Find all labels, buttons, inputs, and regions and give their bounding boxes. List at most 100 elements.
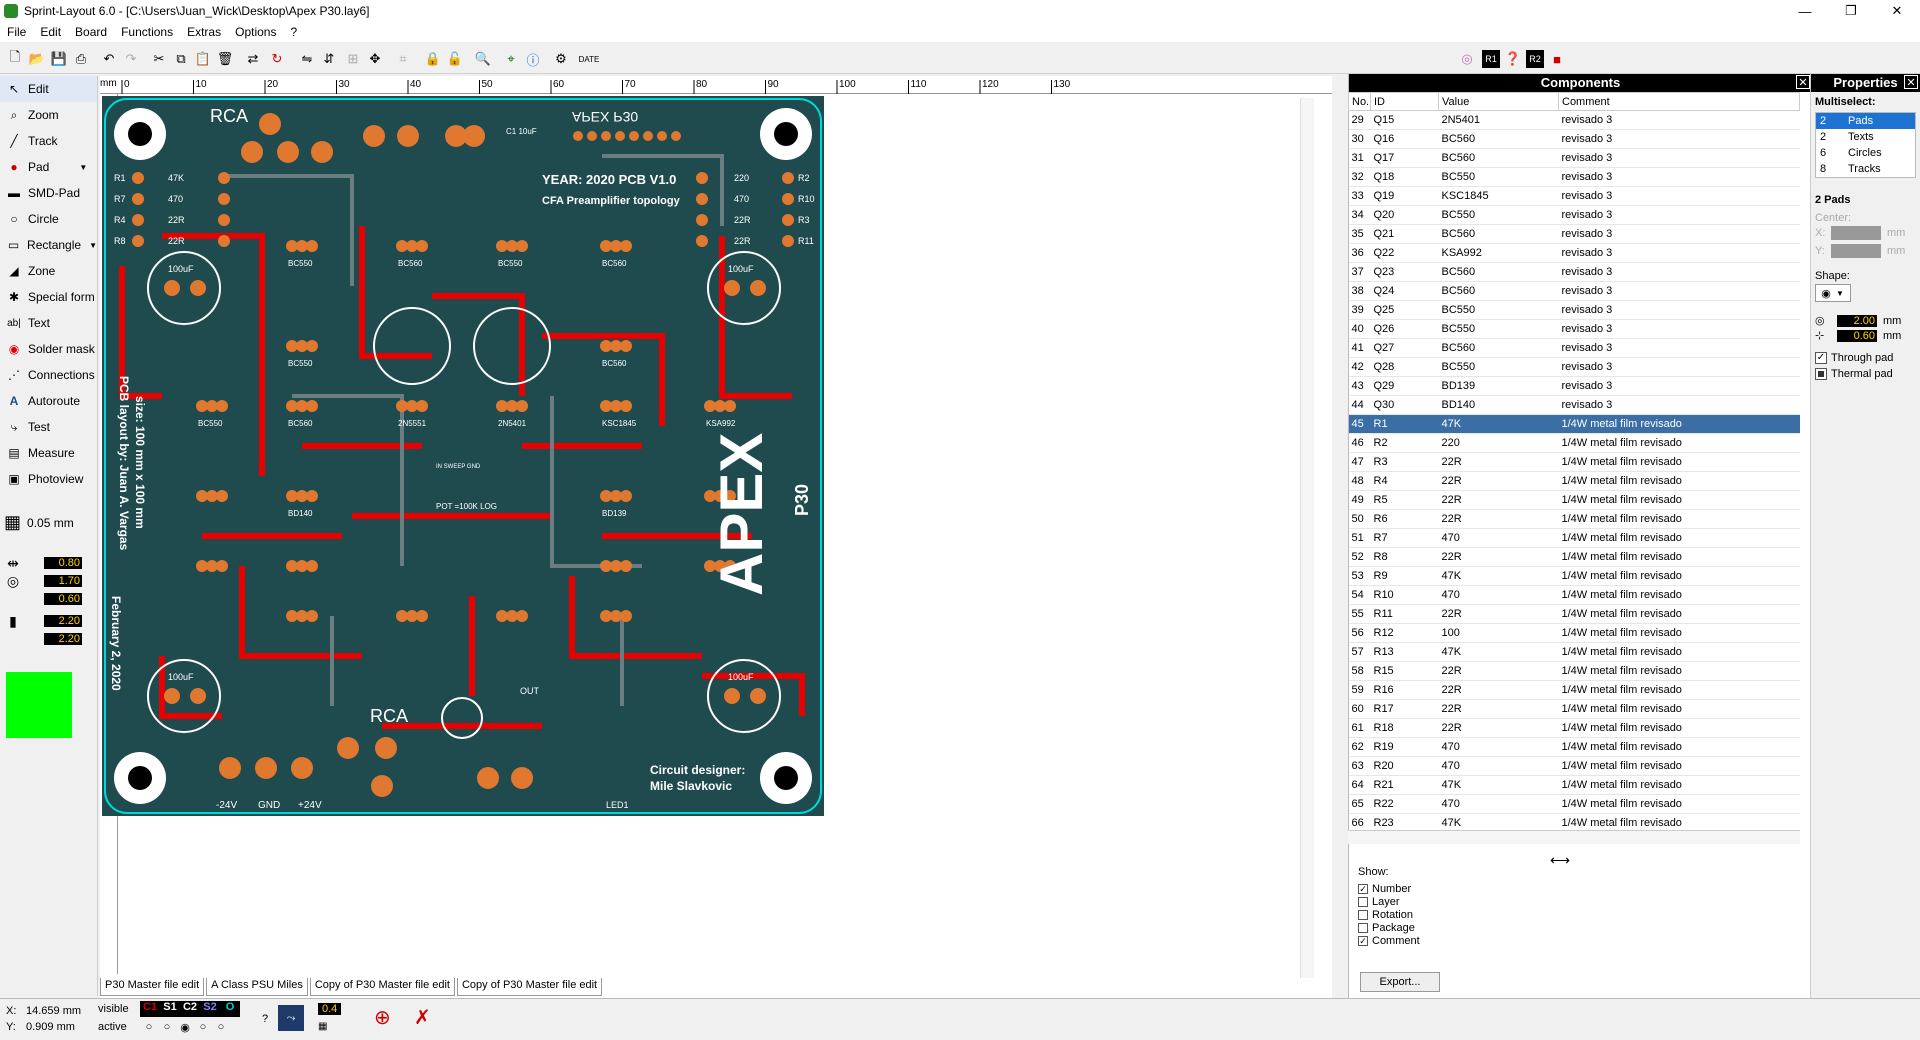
duplicate-icon[interactable]: ⇄ — [247, 51, 259, 66]
zoom-icon[interactable]: 🔍 — [474, 51, 492, 66]
settings-icon[interactable]: ⚙ — [555, 51, 567, 66]
pad[interactable] — [337, 737, 359, 759]
pad[interactable] — [132, 193, 144, 205]
checkbox[interactable] — [1358, 922, 1368, 933]
layer-radio[interactable]: ○ — [145, 1021, 153, 1033]
pad[interactable] — [164, 280, 180, 296]
checkbox[interactable]: ✓ — [1358, 883, 1368, 894]
pad[interactable] — [629, 131, 639, 141]
pad[interactable] — [496, 400, 508, 412]
pad[interactable] — [190, 688, 206, 704]
menu-edit[interactable]: Edit — [40, 25, 62, 39]
through-pad-checkbox[interactable]: ✓ — [1815, 352, 1827, 364]
canvas-vertical-scrollbar[interactable] — [1300, 98, 1314, 978]
pad[interactable] — [511, 767, 533, 789]
tool-pad[interactable]: ●Pad▼ — [0, 154, 97, 180]
group-icon[interactable]: ⌗ — [399, 51, 407, 66]
pad[interactable] — [724, 490, 736, 502]
pcb-board[interactable]: RCA APEX P30 YEAR: 2020 PCB V1.0 CFA Pre… — [102, 96, 1010, 964]
pad[interactable] — [750, 280, 766, 296]
pad[interactable] — [218, 214, 230, 226]
pad[interactable] — [196, 400, 208, 412]
pad[interactable] — [306, 400, 318, 412]
grid-icon[interactable]: ✥ — [369, 51, 381, 66]
pad[interactable] — [164, 688, 180, 704]
pad[interactable] — [241, 141, 263, 163]
col-comment[interactable]: Comment — [1558, 92, 1800, 111]
pad[interactable] — [277, 141, 299, 163]
pad[interactable] — [218, 172, 230, 184]
pad[interactable] — [306, 340, 318, 352]
outer-diameter-input[interactable]: 2.00 — [1837, 314, 1877, 327]
pad[interactable] — [601, 131, 611, 141]
pad[interactable] — [311, 141, 333, 163]
pad-inner-field[interactable]: 0.60 — [0, 590, 98, 608]
pad[interactable] — [306, 610, 318, 622]
show-option-layer[interactable]: Layer — [1358, 895, 1420, 908]
pad[interactable] — [196, 560, 208, 572]
maximize-button[interactable]: ❐ — [1845, 3, 1857, 18]
pad[interactable] — [782, 235, 794, 247]
pad[interactable] — [696, 172, 708, 184]
tool-zoom[interactable]: ⌕Zoom — [0, 102, 97, 128]
tool-measure[interactable]: ▤Measure — [0, 440, 97, 466]
checkbox[interactable]: ✓ — [1358, 935, 1368, 946]
pad[interactable] — [296, 610, 308, 622]
tab-copy-1[interactable]: Copy of P30 Master file edit — [309, 978, 455, 996]
pad[interactable] — [406, 400, 418, 412]
circle-pad-icon[interactable]: ◎ — [1461, 51, 1473, 66]
pad[interactable] — [286, 340, 298, 352]
tool-rectangle[interactable]: ▭Rectangle▼ — [0, 232, 97, 258]
info-icon[interactable]: ⓘ — [526, 52, 540, 68]
show-option-number[interactable]: ✓Number — [1358, 882, 1420, 895]
pad[interactable] — [375, 737, 397, 759]
pad[interactable] — [750, 688, 766, 704]
pad-outer-field[interactable]: ◎1.70 — [0, 572, 98, 590]
pad[interactable] — [206, 560, 218, 572]
close-button[interactable]: ✕ — [1891, 3, 1903, 18]
pad[interactable] — [286, 400, 298, 412]
pad[interactable] — [132, 235, 144, 247]
pad[interactable] — [506, 240, 518, 252]
pad[interactable] — [696, 214, 708, 226]
pad[interactable] — [286, 490, 298, 502]
minimize-button[interactable]: — — [1798, 3, 1812, 19]
menu-help[interactable]: ? — [290, 25, 298, 39]
grid-setting[interactable]: ▦ 0.05 mm — [4, 512, 74, 533]
smd-height-value[interactable]: 2.20 — [44, 633, 82, 645]
pad[interactable] — [190, 280, 206, 296]
pad[interactable] — [610, 560, 622, 572]
pad[interactable] — [396, 400, 408, 412]
pad[interactable] — [291, 757, 313, 779]
tool-smd-pad[interactable]: ▬SMD-Pad — [0, 180, 97, 206]
chevron-down-icon[interactable]: ▼ — [79, 162, 88, 172]
pad[interactable] — [782, 172, 794, 184]
pad[interactable] — [216, 400, 228, 412]
pad[interactable] — [296, 340, 308, 352]
layer-radio[interactable]: ○ — [199, 1021, 207, 1033]
show-option-package[interactable]: Package — [1358, 921, 1420, 934]
pad[interactable] — [496, 610, 508, 622]
pad[interactable] — [416, 400, 428, 412]
cut-icon[interactable]: ✂ — [153, 51, 165, 66]
pad[interactable] — [396, 240, 408, 252]
smd-height-field[interactable]: 2.20 — [0, 630, 98, 648]
pad[interactable] — [600, 340, 612, 352]
track-width-value[interactable]: 0.80 — [44, 557, 82, 569]
pad[interactable] — [610, 240, 622, 252]
resize-handle-icon[interactable]: ⟷ — [1550, 852, 1571, 868]
col-value[interactable]: Value — [1438, 92, 1559, 111]
pad[interactable] — [218, 235, 230, 247]
active-layer-color[interactable] — [6, 672, 72, 738]
